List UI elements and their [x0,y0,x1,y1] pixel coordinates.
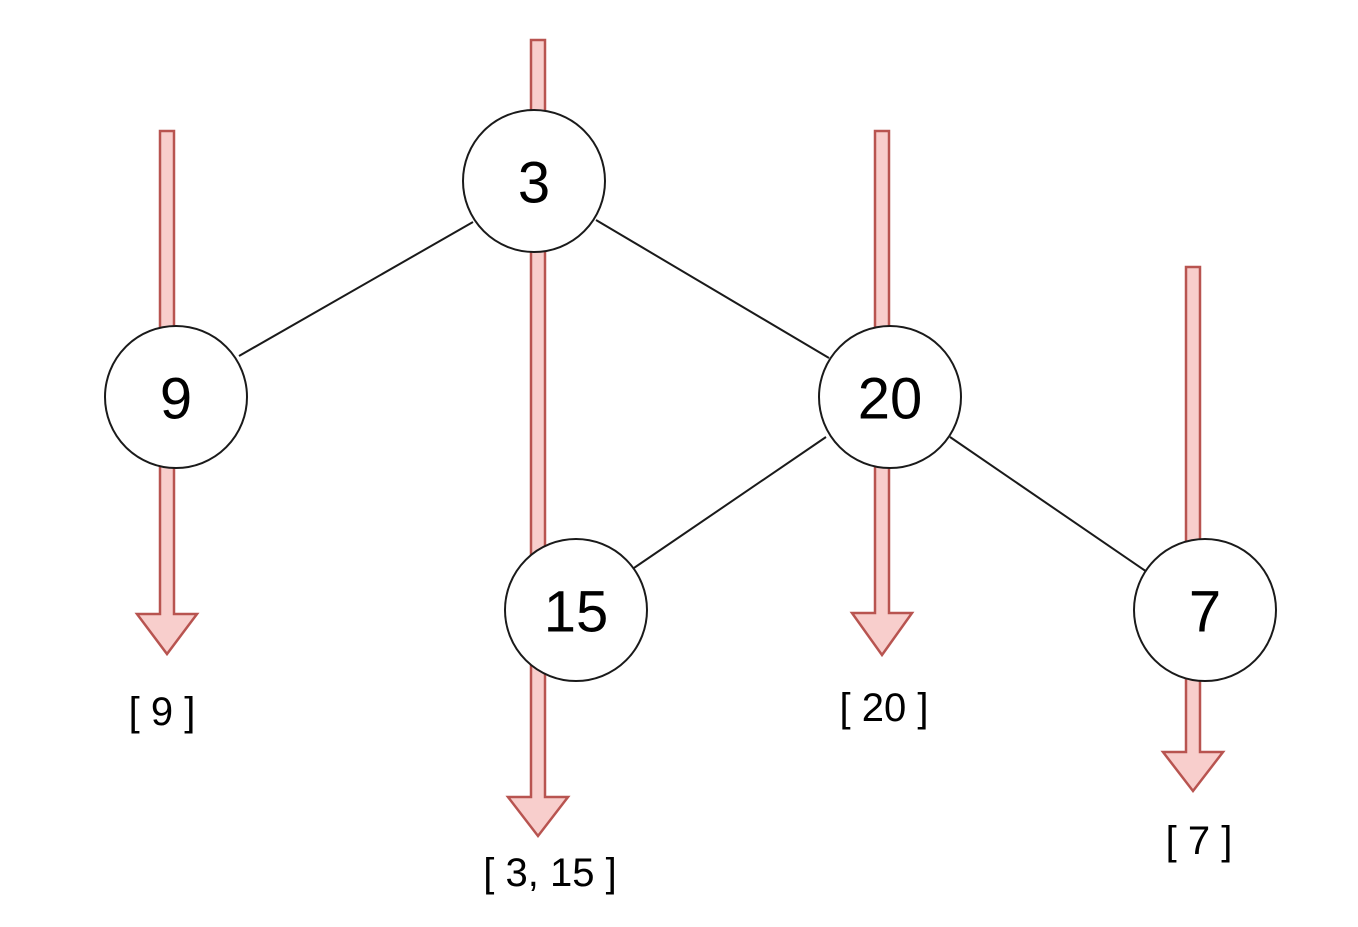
column-label-7: [ 7 ] [1166,819,1233,863]
column-arrows [134,38,1226,839]
column-label-20: [ 20 ] [840,686,929,730]
node-label: 15 [544,580,609,645]
tree-node-7: 7 [1133,538,1277,682]
column-label-3-15: [ 3, 15 ] [483,851,616,895]
node-label: 7 [1189,580,1221,645]
tree-nodes: 3 9 20 15 7 [104,109,1277,682]
tree-node-3: 3 [462,109,606,253]
tree-node-9: 9 [104,325,248,469]
column-arrow-7 [1160,265,1226,794]
tree-node-20: 20 [818,325,962,469]
node-circle [462,109,606,253]
edge-3-9 [238,221,474,357]
node-label: 20 [858,367,923,432]
tree-edges [238,219,1148,573]
edge-20-15 [630,436,827,571]
node-circle [104,325,248,469]
tree-node-15: 15 [504,538,648,682]
column-label-9: [ 9 ] [129,690,196,734]
node-circle [504,538,648,682]
node-label: 9 [160,367,192,432]
edge-3-20 [595,219,830,359]
node-circle [818,325,962,469]
node-circle [1133,538,1277,682]
node-label: 3 [518,151,550,216]
column-labels: [ 9 ] [ 3, 15 ] [ 20 ] [ 7 ] [129,686,1233,895]
edge-20-7 [949,436,1148,573]
